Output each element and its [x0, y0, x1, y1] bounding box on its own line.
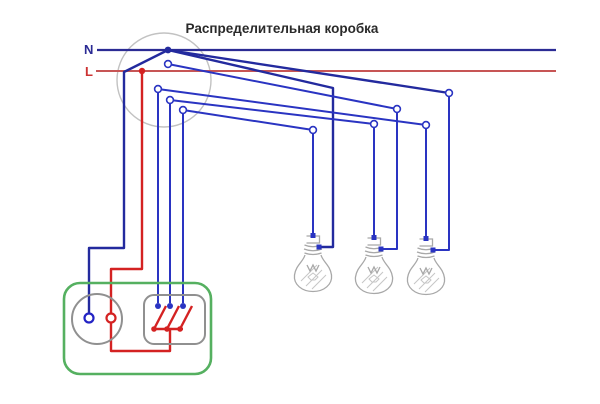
- wall-socket: [71, 293, 123, 345]
- lamp3-top-contact: [423, 236, 429, 241]
- terminal-ring: [163, 59, 173, 69]
- lamp2-side-contact: [378, 246, 384, 252]
- lamp2-top-contact: [371, 235, 377, 240]
- switch-terminal-3: [180, 303, 186, 309]
- switched-wire-lamp2: [169, 99, 375, 125]
- terminal-ring: [421, 120, 431, 130]
- terminal-ring: [444, 88, 454, 98]
- terminal-ring: [165, 95, 175, 105]
- switch-contact-1: [151, 326, 157, 332]
- switched-wire-lamp1: [182, 109, 314, 131]
- neutral-drop-lamp3: [432, 96, 450, 251]
- switch-lever-2: [165, 305, 181, 330]
- socket-switch-block: [62, 281, 213, 376]
- neutral-drop-lamp2: [380, 112, 398, 250]
- switch-terminal-2: [167, 303, 173, 309]
- lamp1-side-contact: [316, 244, 322, 250]
- socket-line-terminal: [105, 312, 117, 324]
- line-tap-dot: [138, 67, 146, 75]
- junction-box-circle: [116, 32, 212, 128]
- neutral-wire-lamp3: [167, 48, 450, 95]
- light-bulb-3: [406, 238, 446, 296]
- terminal-ring: [392, 104, 402, 114]
- terminal-ring: [178, 105, 188, 115]
- switch-lever-3: [178, 305, 194, 330]
- switched-wire-lamp3: [157, 88, 427, 126]
- socket-to-switch-jumper: [109, 323, 172, 353]
- neutral-wire-lamp1: [167, 48, 335, 249]
- lamp1-top-contact: [310, 233, 316, 238]
- line-bus-label: L: [85, 64, 93, 79]
- junction-box-label: Распределительная коробка: [186, 21, 379, 36]
- neutral-branch-wire: [87, 48, 169, 314]
- neutral-bus-label: N: [84, 42, 93, 57]
- terminal-ring: [369, 119, 379, 129]
- light-bulb-1: [293, 235, 333, 293]
- neutral-tap-dot: [164, 46, 172, 54]
- switch-terminal-1: [155, 303, 161, 309]
- switch-lever-1: [152, 305, 168, 330]
- terminal-ring: [153, 84, 163, 94]
- triple-switch: [143, 294, 206, 345]
- neutral-wire-lamp2: [167, 63, 398, 110]
- light-bulb-2: [354, 237, 394, 295]
- lamp3-side-contact: [430, 247, 436, 253]
- socket-neutral-terminal: [83, 312, 95, 324]
- terminal-ring: [308, 125, 318, 135]
- line-branch-wire: [109, 71, 144, 314]
- switch-contact-2: [164, 326, 170, 332]
- switch-contact-3: [177, 326, 183, 332]
